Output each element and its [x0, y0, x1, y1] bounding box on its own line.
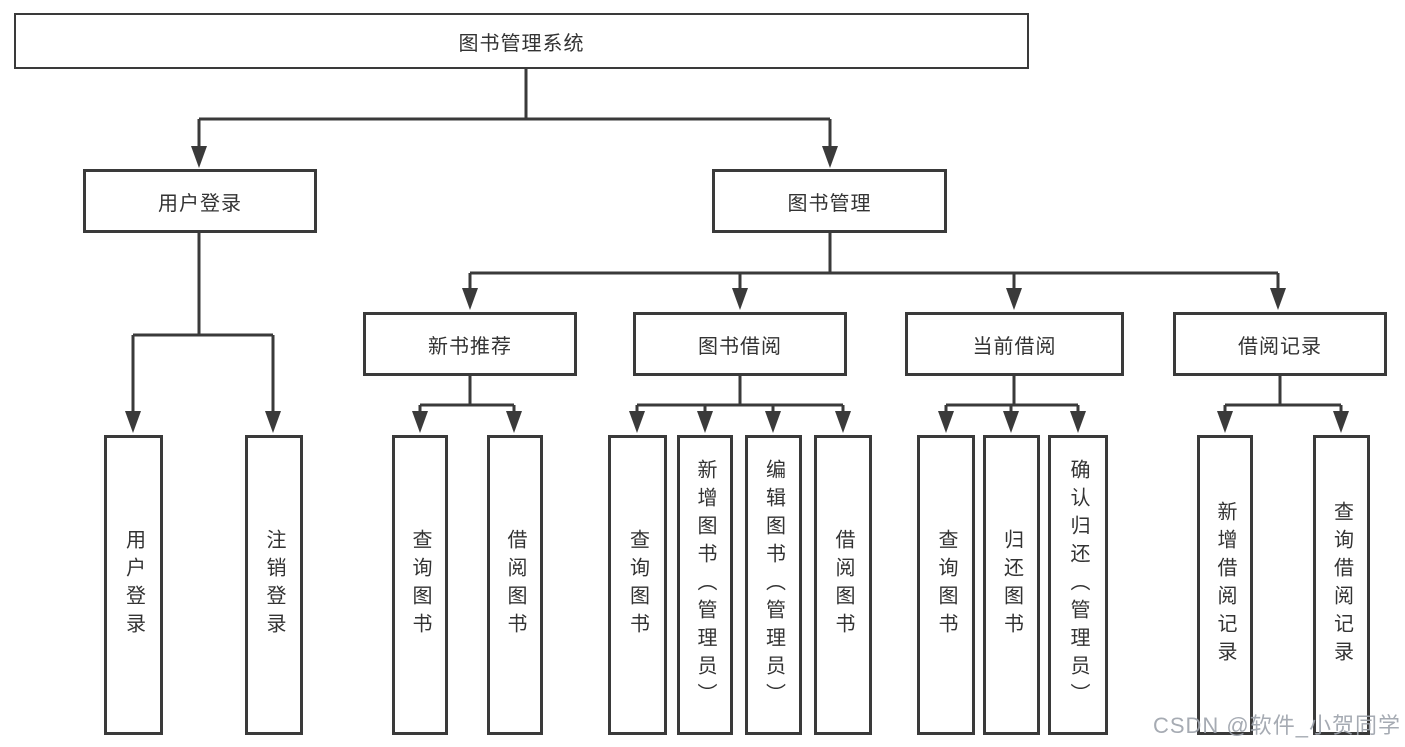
arrow-down-icon	[765, 411, 781, 433]
leaf-query-books-borrow: 查询图书	[608, 435, 667, 735]
leaf-query-books-recommend-label: 查询图书	[409, 529, 431, 641]
arrow-down-icon	[412, 411, 428, 433]
leaf-borrow-books: 借阅图书	[814, 435, 872, 735]
leaf-return-books-label: 归还图书	[1000, 529, 1023, 641]
arrow-down-icon	[1270, 288, 1286, 310]
connector-bookborrow-to-leaves	[635, 376, 845, 412]
node-user-login-label: 用户登录	[158, 192, 242, 215]
arrow-down-icon	[462, 288, 478, 310]
node-book-borrow-label: 图书借阅	[698, 335, 782, 358]
node-book-borrow: 图书借阅	[633, 312, 847, 376]
arrow-down-icon	[506, 411, 522, 433]
arrow-down-icon	[835, 411, 851, 433]
arrow-down-icon	[629, 411, 645, 433]
connector-newbook-to-leaves	[418, 376, 516, 412]
leaf-query-borrow-record-label: 查询借阅记录	[1330, 501, 1353, 669]
arrow-down-icon	[697, 411, 713, 433]
arrow-down-icon	[732, 288, 748, 310]
node-current-borrow-label: 当前借阅	[972, 335, 1057, 358]
node-borrow-records: 借阅记录	[1173, 312, 1387, 376]
leaf-add-books-admin: 新增图书（管理员）	[677, 435, 733, 735]
leaf-query-borrow-record: 查询借阅记录	[1313, 435, 1370, 735]
arrow-down-icon	[1003, 411, 1019, 433]
leaf-edit-books-admin-label: 编辑图书（管理员）	[762, 459, 785, 711]
leaf-logout-label: 注销登录	[263, 529, 285, 641]
connector-currentborrow-to-leaves	[944, 376, 1080, 412]
node-book-management: 图书管理	[712, 169, 947, 233]
arrow-down-icon	[1006, 288, 1022, 310]
leaf-add-borrow-record-label: 新增借阅记录	[1214, 501, 1236, 669]
leaf-query-books-current-label: 查询图书	[935, 529, 957, 641]
leaf-borrow-books-recommend: 借阅图书	[487, 435, 543, 735]
connector-borrowrecords-to-leaves	[1223, 376, 1343, 412]
leaf-user-login: 用户登录	[104, 435, 163, 735]
arrow-down-icon	[822, 146, 838, 168]
node-book-management-label: 图书管理	[787, 192, 872, 215]
leaf-user-login-label: 用户登录	[122, 529, 145, 641]
arrow-down-icon	[938, 411, 954, 433]
leaf-query-books-borrow-label: 查询图书	[626, 529, 649, 641]
arrowheads	[125, 146, 1349, 433]
connector-bookmgmt-to-groups	[468, 233, 1280, 289]
node-root: 图书管理系统	[14, 13, 1029, 69]
leaf-edit-books-admin: 编辑图书（管理员）	[745, 435, 802, 735]
node-root-label: 图书管理系统	[458, 32, 585, 55]
arrow-down-icon	[1070, 411, 1086, 433]
leaf-borrow-books-recommend-label: 借阅图书	[504, 529, 526, 641]
arrow-down-icon	[265, 411, 281, 433]
arrow-down-icon	[191, 146, 207, 168]
arrow-down-icon	[1217, 411, 1233, 433]
leaf-query-books-recommend: 查询图书	[392, 435, 448, 735]
node-new-book-recommend-label: 新书推荐	[428, 335, 512, 358]
leaf-logout: 注销登录	[245, 435, 303, 735]
arrow-down-icon	[125, 411, 141, 433]
leaf-add-borrow-record: 新增借阅记录	[1197, 435, 1253, 735]
leaf-return-books: 归还图书	[983, 435, 1040, 735]
watermark: CSDN @软件_小贺同学	[1152, 713, 1401, 738]
leaf-confirm-return-admin: 确认归还（管理员）	[1048, 435, 1108, 735]
node-current-borrow: 当前借阅	[905, 312, 1124, 376]
connector-userlogin-to-leaves	[131, 233, 275, 412]
leaf-confirm-return-admin-label: 确认归还（管理员）	[1067, 459, 1089, 711]
node-new-book-recommend: 新书推荐	[363, 312, 577, 376]
leaf-add-books-admin-label: 新增图书（管理员）	[694, 459, 716, 711]
arrow-down-icon	[1333, 411, 1349, 433]
node-borrow-records-label: 借阅记录	[1238, 335, 1322, 358]
leaf-borrow-books-label: 借阅图书	[832, 529, 854, 641]
leaf-query-books-current: 查询图书	[917, 435, 975, 735]
node-user-login: 用户登录	[83, 169, 317, 233]
connector-root-to-level2	[197, 69, 832, 147]
